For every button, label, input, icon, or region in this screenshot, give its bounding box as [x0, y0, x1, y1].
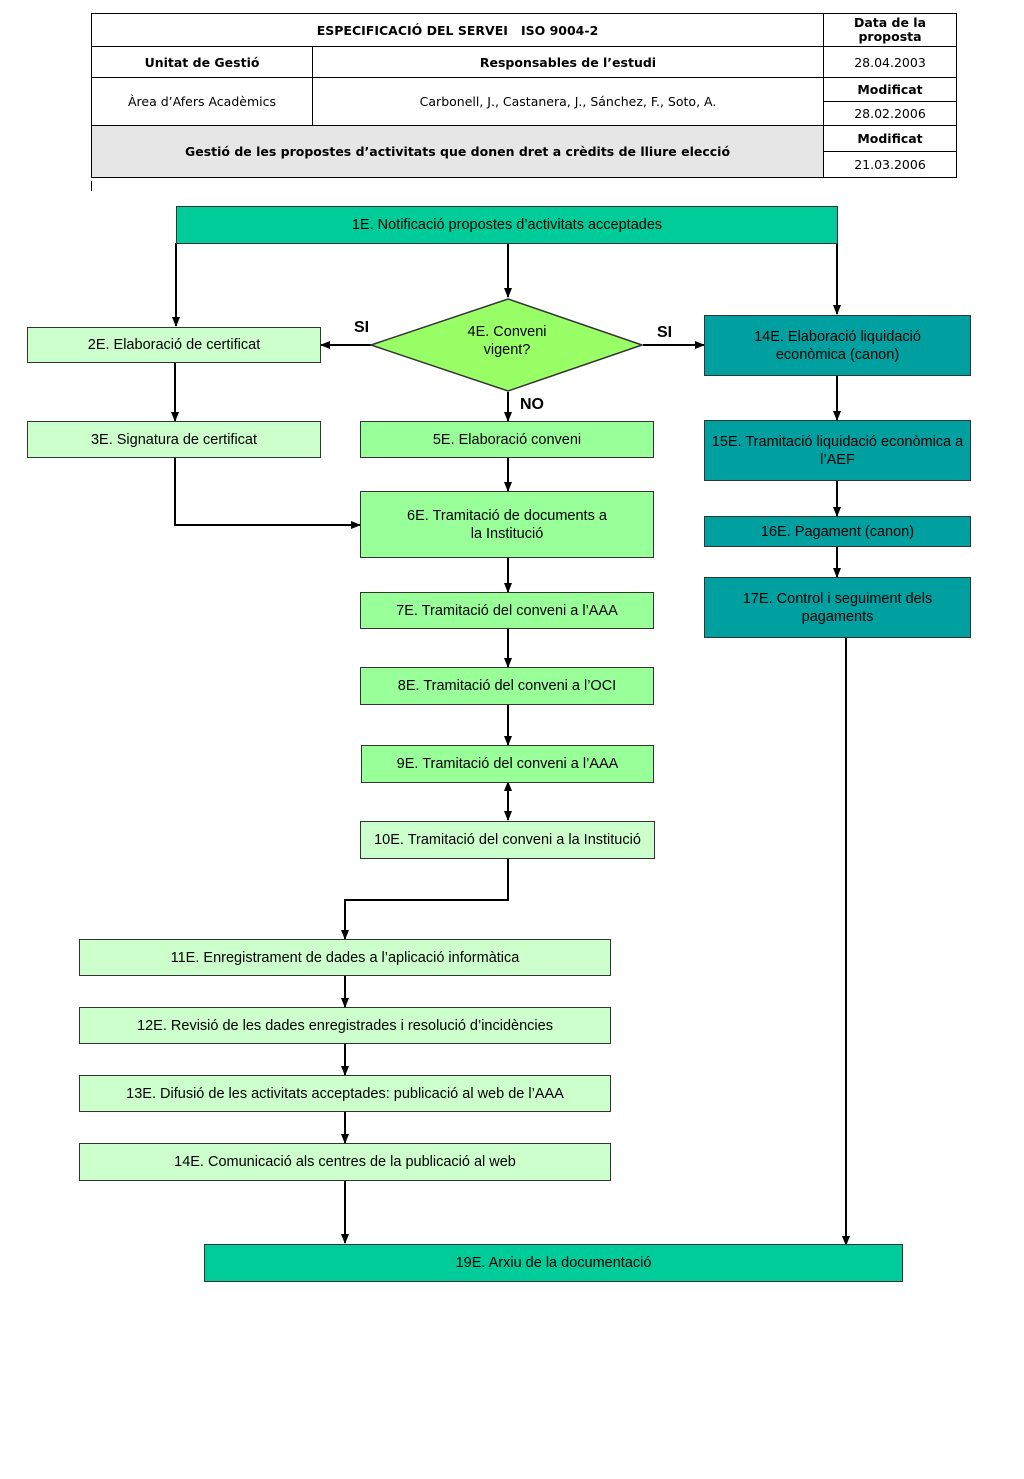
unit-label: Unitat de Gestió [91, 46, 313, 78]
node-13e: 13E. Difusió de les activitats acceptade… [79, 1075, 611, 1112]
modified-label-1: Modificat [823, 77, 957, 102]
proposal-date: 28.04.2003 [823, 46, 957, 78]
node-15e: 15E. Tramitació liquidació econòmica a l… [704, 420, 971, 481]
responsibles-value: Carbonell, J., Castanera, J., Sánchez, F… [312, 77, 824, 126]
node-17e: 17E. Control i seguiment dels pagaments [704, 577, 971, 638]
node-11e: 11E. Enregistrament de dades a l’aplicac… [79, 939, 611, 976]
node-12e: 12E. Revisió de les dades enregistrades … [79, 1007, 611, 1044]
modified-date-1: 28.02.2006 [823, 101, 957, 126]
label-si-left: SI [354, 319, 370, 336]
node-4e: 4E. Conveni vigent? [467, 324, 547, 358]
label-si-right: SI [657, 324, 673, 341]
modified-date-2: 21.03.2006 [823, 151, 957, 178]
node-5e: 5E. Elaboració conveni [360, 421, 654, 458]
node-3e: 3E. Signatura de certificat [27, 421, 321, 458]
header-table: ESPECIFICACIÓ DEL SERVEI ISO 9004-2 Data… [91, 13, 957, 178]
node-10e: 10E. Tramitació del conveni a la Institu… [360, 821, 655, 859]
node-6e: 6E. Tramitació de documents a la Institu… [360, 491, 654, 558]
node-1e: 1E. Notificació propostes d’activitats a… [176, 206, 838, 244]
spec-title: ESPECIFICACIÓ DEL SERVEI ISO 9004-2 [91, 13, 824, 47]
node-2e: 2E. Elaboració de certificat [27, 327, 321, 363]
process-title: Gestió de les propostes d’activitats que… [91, 125, 824, 178]
responsibles-label: Responsables de l’estudi [312, 46, 824, 78]
node-7e: 7E. Tramitació del conveni a l’AAA [360, 592, 654, 629]
table-tick [91, 181, 92, 191]
label-no: NO [520, 396, 544, 413]
node-16e: 16E. Pagament (canon) [704, 516, 971, 547]
node-9e: 9E. Tramitació del conveni a l’AAA [361, 745, 654, 783]
node-19e: 19E. Arxiu de la documentació [204, 1244, 903, 1282]
decision-diamond [368, 298, 645, 392]
node-14e-comunicacio: 14E. Comunicació als centres de la publi… [79, 1143, 611, 1181]
node-8e: 8E. Tramitació del conveni a l’OCI [360, 667, 654, 705]
node-14e-liquidacio: 14E. Elaboració liquidació econòmica (ca… [704, 315, 971, 376]
